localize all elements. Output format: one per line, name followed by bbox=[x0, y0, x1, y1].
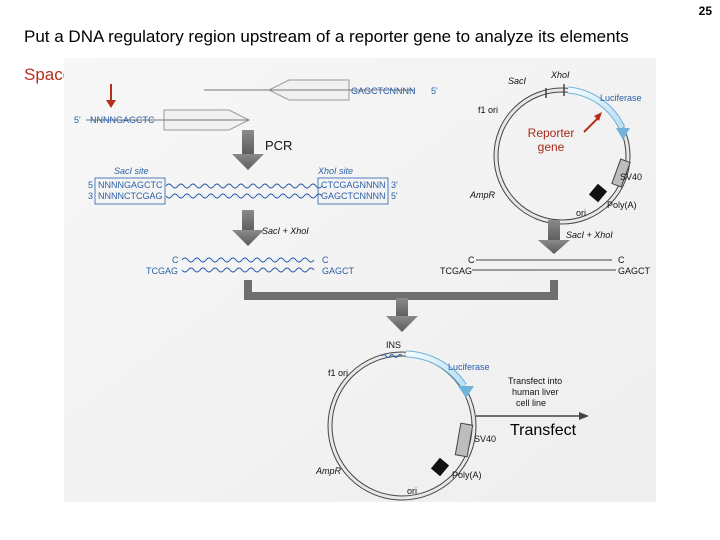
slide-number: 25 bbox=[698, 4, 712, 18]
primer-bottom-end: 5' bbox=[74, 115, 81, 125]
pcr-left-top: NNNNGAGCTC bbox=[98, 180, 163, 190]
final-luciferase-label: Luciferase bbox=[448, 362, 490, 372]
plasmid-amp-label: AmpR bbox=[469, 190, 496, 200]
final-polya-label: Poly(A) bbox=[452, 470, 482, 480]
vector-left-top: C bbox=[468, 255, 475, 265]
pcr-right-top: CTCGAGNNNN bbox=[321, 180, 386, 190]
digest-label-right: SacI + XhoI bbox=[566, 230, 613, 240]
vector-right-bottom: GAGCT bbox=[618, 266, 651, 276]
pcr-label: PCR bbox=[265, 138, 293, 153]
final-amp-label: AmpR bbox=[315, 466, 342, 476]
reporter-plasmid: SacI XhoI f1 ori Luciferase SV40 AmpR Po… bbox=[469, 70, 642, 225]
digest-arrow-right: SacI + XhoI bbox=[538, 220, 613, 254]
final-f1-label: f1 ori bbox=[328, 368, 348, 378]
cloning-figure: GAGCTCNNNN 5' 5' NNNNGAGCTC SacI site Xh… bbox=[64, 58, 656, 502]
transfect-label: Transfect bbox=[510, 422, 577, 439]
pcr-product: SacI site XhoI site 5 3 NNNNGAGCTC NNNNC… bbox=[88, 166, 398, 205]
plasmid-saci-label: SacI bbox=[508, 76, 527, 86]
plasmid-ori-label: ori bbox=[576, 208, 586, 218]
end-3-label: 3 bbox=[88, 191, 93, 201]
annotation-arrow bbox=[106, 84, 116, 108]
vector-left-bottom: TCGAG bbox=[440, 266, 472, 276]
vector-right-top: C bbox=[618, 255, 625, 265]
digested-fragment: C TCGAG C GAGCT bbox=[146, 255, 355, 276]
reporter-gene-label: Reporter gene bbox=[527, 126, 575, 154]
saci-site-label: SacI site bbox=[114, 166, 149, 176]
final-sv40-label: SV40 bbox=[474, 434, 496, 444]
primer-top: GAGCTCNNNN 5' bbox=[204, 79, 438, 101]
plasmid-luciferase-label: Luciferase bbox=[600, 93, 642, 103]
fragment-right-bottom: GAGCT bbox=[322, 266, 355, 276]
digested-vector: C TCGAG C GAGCT bbox=[440, 255, 651, 276]
pcr-left-bottom: NNNNCTCGAG bbox=[98, 191, 163, 201]
primer-bottom: 5' NNNNGAGCTC bbox=[74, 109, 251, 131]
pcr-right-bottom: GAGCTCNNNN bbox=[321, 191, 386, 201]
primer-top-sequence: GAGCTCNNNN bbox=[351, 86, 416, 96]
final-ins-label: INS bbox=[386, 340, 401, 350]
pcr-arrow bbox=[232, 130, 264, 170]
digest-arrow-left: SacI + XhoI bbox=[232, 210, 309, 246]
end-5-label: 5 bbox=[88, 180, 93, 190]
slide-title: Put a DNA regulatory region upstream of … bbox=[24, 27, 629, 46]
primer-top-end: 5' bbox=[431, 86, 438, 96]
final-transfect-note-3: cell line bbox=[516, 398, 546, 408]
reporter-arrow bbox=[583, 117, 599, 133]
fragment-left-bottom: TCGAG bbox=[146, 266, 178, 276]
plasmid-polya-label: Poly(A) bbox=[607, 200, 637, 210]
final-transfect-note-1: Transfect into bbox=[508, 376, 562, 386]
plasmid-f1-label: f1 ori bbox=[478, 105, 498, 115]
xhoi-site-label: XhoI site bbox=[317, 166, 353, 176]
pcr-end-3: 3' bbox=[391, 180, 398, 190]
plasmid-xhoi-label: XhoI bbox=[550, 70, 570, 80]
primer-bottom-sequence: NNNNGAGCTC bbox=[90, 115, 155, 125]
pcr-end-5: 5' bbox=[391, 191, 398, 201]
final-transfect-note-2: human liver bbox=[512, 387, 559, 397]
fragment-left-top: C bbox=[172, 255, 179, 265]
digest-label-left: SacI + XhoI bbox=[262, 226, 309, 236]
fragment-right-top: C bbox=[322, 255, 329, 265]
final-ori-label: ori bbox=[407, 486, 417, 496]
ligation-connector bbox=[244, 280, 558, 332]
plasmid-sv40-label: SV40 bbox=[620, 172, 642, 182]
final-plasmid: INS f1 ori Luciferase Transfect into hum… bbox=[315, 340, 589, 501]
